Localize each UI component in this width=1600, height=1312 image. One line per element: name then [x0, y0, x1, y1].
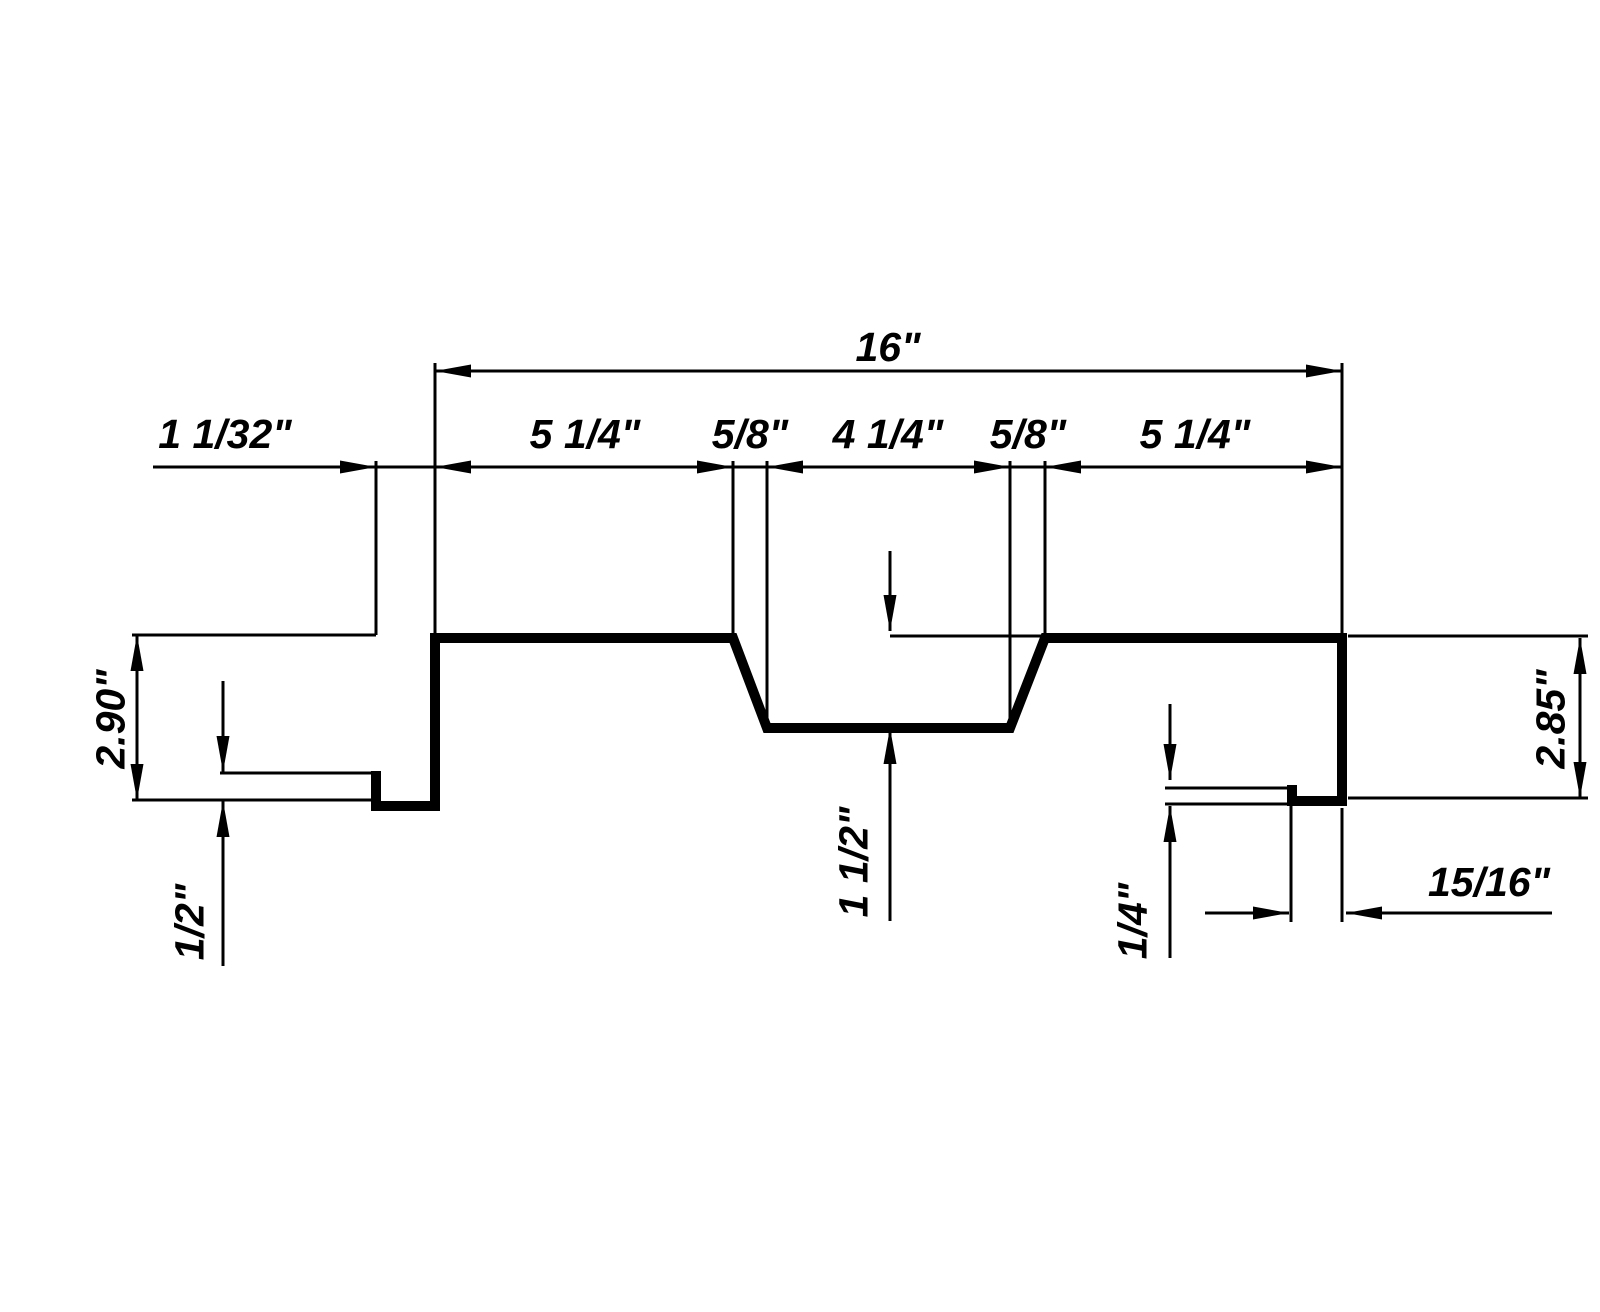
- arrow-2-85-top-icon: [1573, 638, 1587, 674]
- arrow-2-90-bottom-icon: [130, 764, 144, 800]
- dim-label-1-4: 1/4": [1109, 882, 1155, 959]
- arrow-1-1-2-up-icon: [883, 728, 897, 764]
- arrow-1-4-down-icon: [1163, 744, 1177, 780]
- arrow-1-2-up-icon: [216, 801, 230, 837]
- dim-label-15-16: 15/16": [1428, 859, 1551, 905]
- dim-label-1-1-2: 1 1/2": [830, 806, 876, 917]
- dim-label-2-85: 2.85": [1527, 669, 1573, 770]
- arrow-1-4-up-icon: [1163, 806, 1177, 842]
- arrow-1-1-2-down-icon: [883, 595, 897, 631]
- arrow-1-2-down-icon: [216, 736, 230, 772]
- arrow-1-1-32-right-icon: [340, 460, 376, 474]
- dim-label-5-1-4-left: 5 1/4": [530, 411, 641, 457]
- arrow-16-right-icon: [1306, 364, 1342, 378]
- dim-label-5-8-left: 5/8": [712, 411, 789, 457]
- dim-label-1-1-32: 1 1/32": [158, 411, 292, 457]
- arrow-5-1-4-right-l-icon: [1045, 460, 1081, 474]
- arrow-15-16-r-icon: [1346, 906, 1382, 920]
- panel-profile-drawing: 16" 1 1/32" 5 1/4" 5/8" 4 1/4" 5/8" 5 1/4" 15/1…: [40, 16, 1600, 1296]
- arrow-2-90-top-icon: [130, 635, 144, 671]
- arrow-5-1-4-left-l-icon: [435, 460, 471, 474]
- arrow-15-16-l-icon: [1253, 906, 1289, 920]
- panel-profile-outline: [371, 633, 1347, 811]
- dim-label-5-8-right: 5/8": [990, 411, 1067, 457]
- arrow-5-1-4-right-r-icon: [1306, 460, 1342, 474]
- dim-label-1-2: 1/2": [166, 883, 212, 960]
- dim-label-16: 16": [855, 324, 921, 370]
- arrow-4-1-4-l-icon: [767, 460, 803, 474]
- profile-dimension-diagram: 16" 1 1/32" 5 1/4" 5/8" 4 1/4" 5/8" 5 1/4" 15/1…: [87, 324, 1588, 966]
- arrow-4-1-4-r-icon: [974, 460, 1010, 474]
- dim-label-2-90: 2.90": [87, 669, 133, 770]
- arrow-5-1-4-left-r-icon: [697, 460, 733, 474]
- dim-label-4-1-4: 4 1/4": [832, 411, 944, 457]
- arrow-2-85-bottom-icon: [1573, 762, 1587, 798]
- arrow-16-left-icon: [435, 364, 471, 378]
- dim-label-5-1-4-right: 5 1/4": [1140, 411, 1251, 457]
